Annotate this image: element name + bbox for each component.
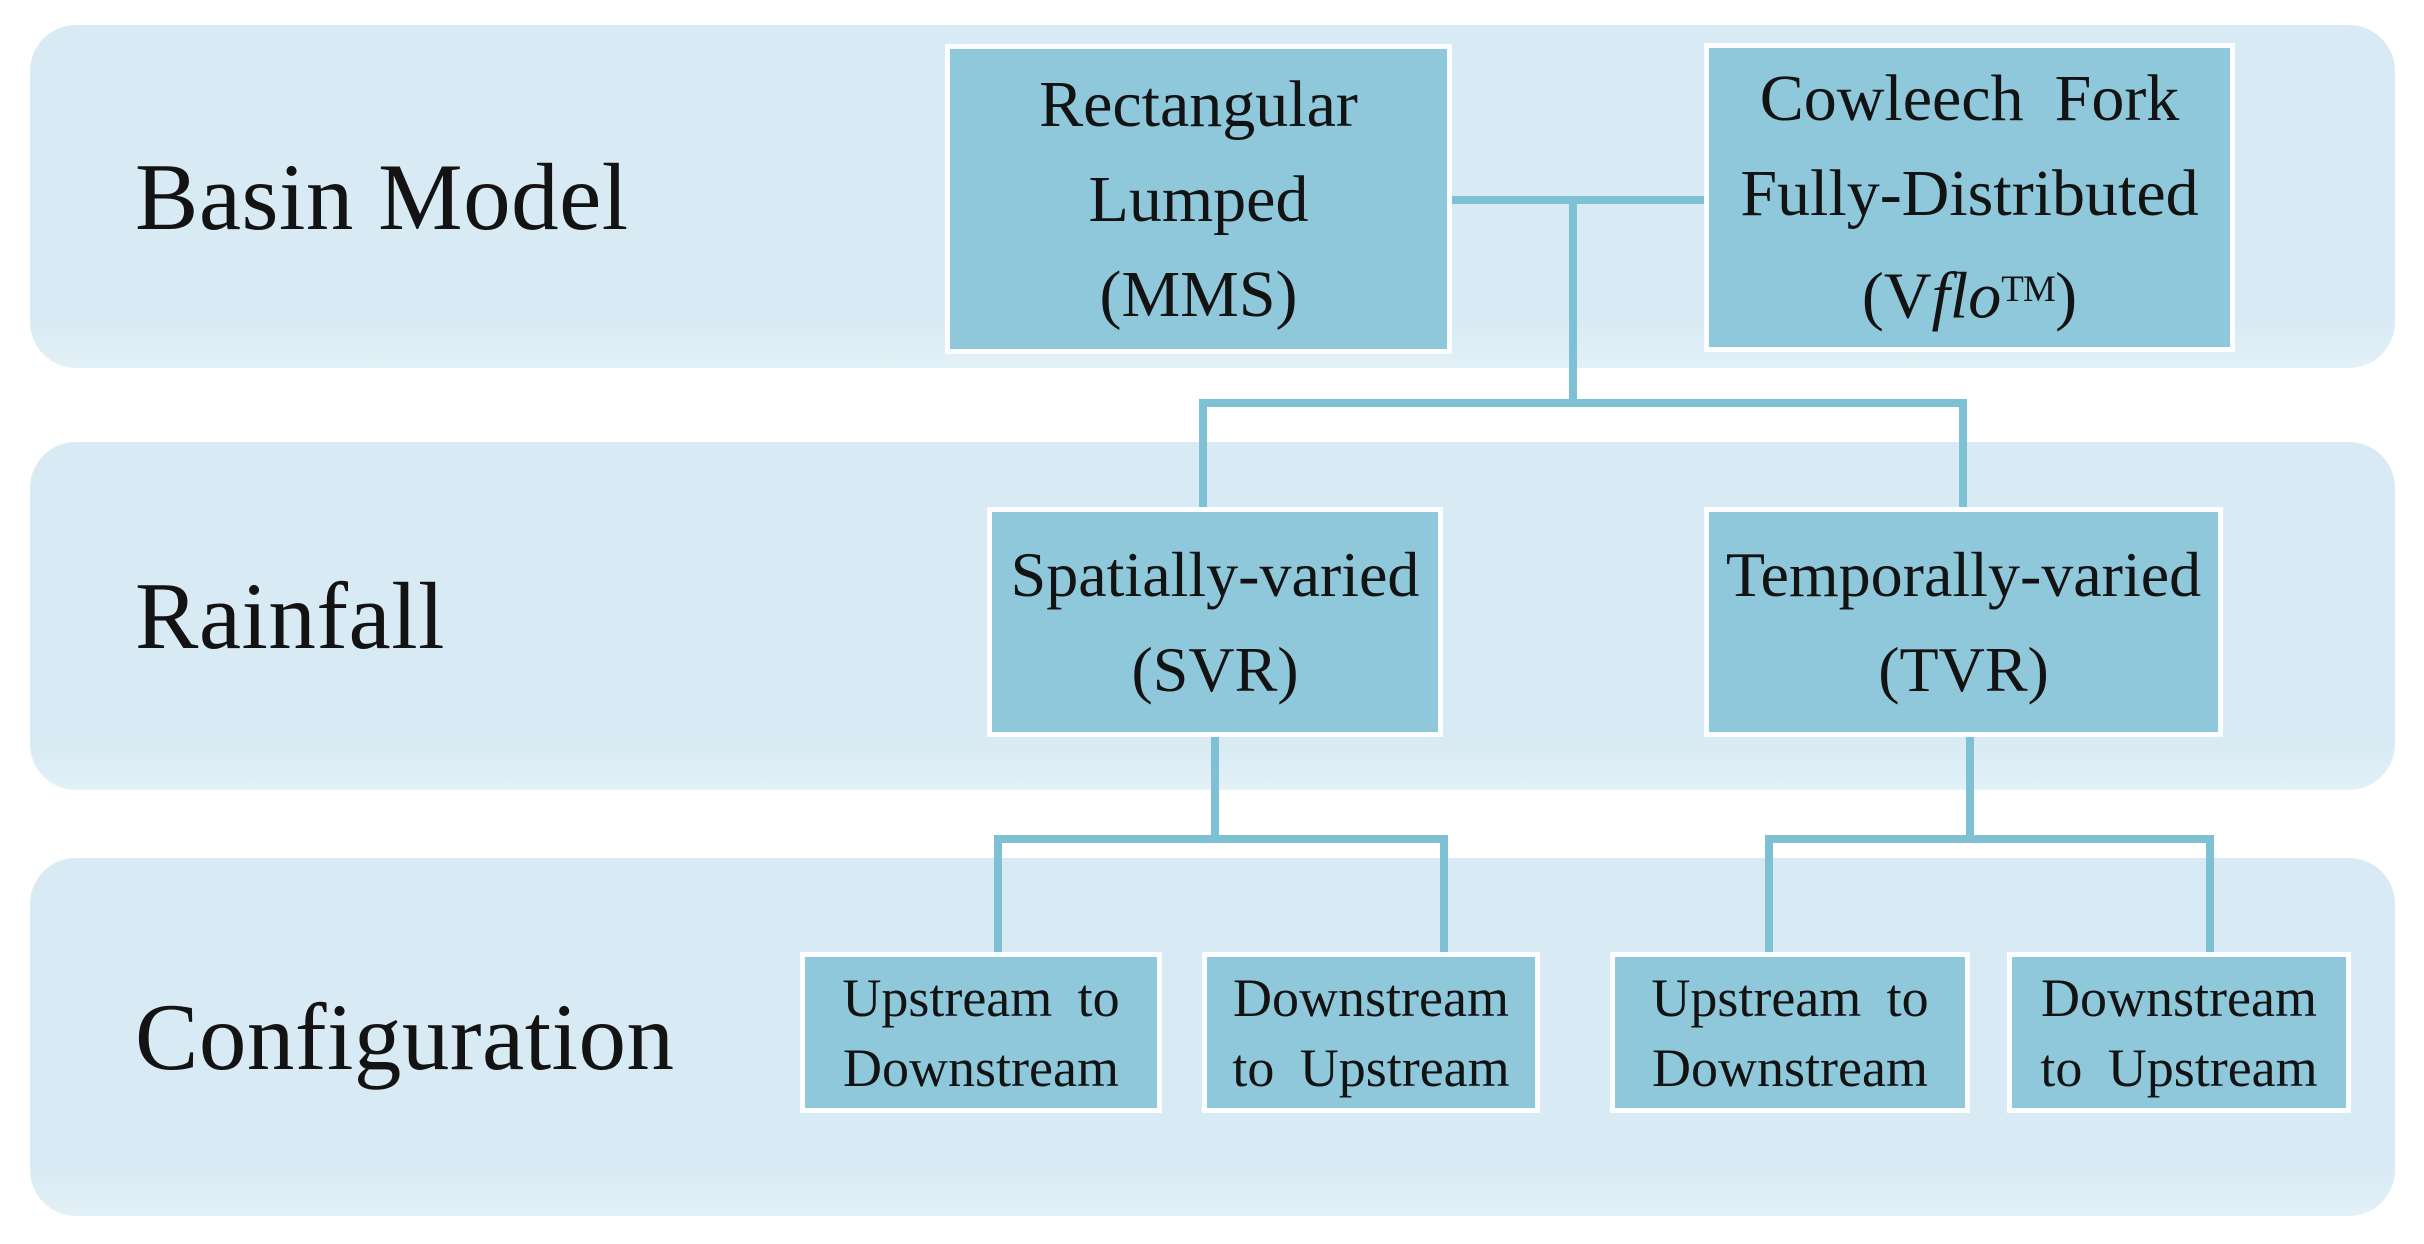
node-text-line: (MMS) <box>1099 257 1298 331</box>
node-text-line: Rectangular <box>1039 67 1358 141</box>
connector-basin-to-rainfall-vertical <box>1569 200 1577 407</box>
band-label-rainfall: Rainfall <box>135 563 446 669</box>
node-spatially-varied-svr: Spatially-varied (SVR) <box>987 507 1443 737</box>
connector-basin-horizontal <box>1452 196 1704 204</box>
connector-config-left-bracket-v2 <box>1440 835 1448 956</box>
vflo-close-paren: ) <box>2055 259 2078 333</box>
node-text-line: Fully-Distributed <box>1740 157 2199 231</box>
connector-tvr-down-vertical <box>1966 733 1974 843</box>
node-text-line: Downstream <box>843 1037 1119 1098</box>
connector-config-right-bracket-v1 <box>1765 835 1773 956</box>
node-cowleech-fork-fully-distributed-vflo: Cowleech Fork Fully-Distributed (VfloTM) <box>1704 43 2235 352</box>
vflo-trademark: TM <box>2001 268 2056 310</box>
node-text-line: Upstream to <box>1651 967 1929 1028</box>
vflo-italic: flo <box>1931 259 2002 333</box>
node-downstream-to-upstream-tvr: Downstream to Upstream <box>2007 952 2351 1113</box>
vflo-open-paren: (V <box>1861 259 1932 333</box>
node-text-line: Temporally-varied <box>1725 539 2202 610</box>
node-temporally-varied-tvr: Temporally-varied (TVR) <box>1704 507 2223 737</box>
node-upstream-to-downstream-svr: Upstream to Downstream <box>800 952 1162 1113</box>
connector-rainfall-right-vertical <box>1959 399 1967 511</box>
node-text-line: Downstream <box>1233 967 1509 1028</box>
connector-config-right-bracket-v2 <box>2206 835 2214 956</box>
connector-config-left-bracket-horizontal <box>994 835 1448 843</box>
node-text-line: to Upstream <box>1232 1037 1510 1098</box>
node-text-line: Cowleech Fork <box>1759 62 2180 136</box>
node-rectangular-lumped-mms: Rectangular Lumped (MMS) <box>945 44 1452 354</box>
connector-rainfall-left-vertical <box>1199 399 1207 511</box>
node-text-line-vflo: (VfloTM) <box>1862 241 2077 344</box>
connector-svr-down-vertical <box>1211 733 1219 843</box>
connector-rainfall-bracket-horizontal <box>1199 399 1967 407</box>
band-label-configuration: Configuration <box>135 984 675 1090</box>
connector-config-left-bracket-v1 <box>994 835 1002 956</box>
node-text-line: (TVR) <box>1878 634 2049 705</box>
node-text-line: Spatially-varied <box>1010 539 1420 610</box>
node-text-line: Downstream <box>2041 967 2317 1028</box>
connector-config-right-bracket-horizontal <box>1765 835 2214 843</box>
node-text-line: Lumped <box>1088 162 1309 236</box>
node-text-line: to Upstream <box>2040 1037 2318 1098</box>
node-text-line: Upstream to <box>842 967 1120 1028</box>
node-upstream-to-downstream-tvr: Upstream to Downstream <box>1610 952 1970 1113</box>
node-text-line: Downstream <box>1652 1037 1928 1098</box>
node-downstream-to-upstream-svr: Downstream to Upstream <box>1202 952 1540 1113</box>
node-text-line: (SVR) <box>1131 634 1299 705</box>
band-label-basin-model: Basin Model <box>135 143 629 250</box>
